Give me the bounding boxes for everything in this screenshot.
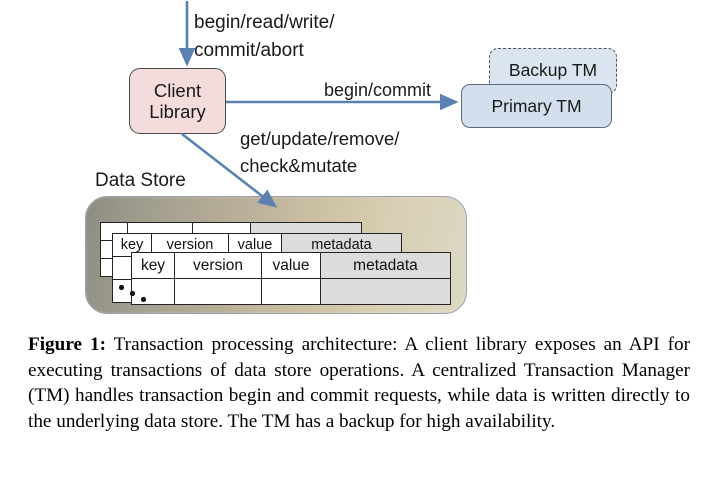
primary-tm-label: Primary TM (491, 95, 582, 116)
caption-text: Transaction processing architecture: A c… (28, 334, 690, 432)
header-version: version (174, 252, 262, 279)
node-client-library[interactable]: Client Library (129, 68, 226, 134)
edge-label-begin-commit: begin/commit (324, 80, 432, 100)
cell-key (131, 278, 175, 305)
table-row (131, 278, 451, 305)
edge-label-api-line2: commit/abort (194, 40, 304, 61)
node-primary-tm[interactable]: Primary TM (461, 84, 612, 128)
ellipsis-dot (141, 297, 146, 302)
figure-caption: Figure 1: Transaction processing archite… (28, 332, 690, 434)
figure-diagram: begin/read/write/ commit/abort begin/com… (85, 1, 617, 314)
client-library-label-line1: Client (153, 79, 202, 101)
header-key: key (131, 252, 175, 279)
data-store-label: Data Store (95, 170, 186, 191)
ellipsis-dot (130, 291, 135, 296)
table-header-row: key version value metadata (131, 252, 451, 279)
edge-label-store-line1: get/update/remove/ (240, 128, 400, 149)
header-value: value (261, 252, 321, 279)
cell-metadata (320, 278, 451, 305)
header-metadata: metadata (320, 252, 451, 279)
cell-value (261, 278, 321, 305)
edge-label-store-line2: check&mutate (240, 155, 358, 176)
client-library-label-line2: Library (149, 101, 206, 122)
cell-version (174, 278, 262, 305)
edge-label-api-line1: begin/read/write/ (194, 12, 335, 33)
caption-label: Figure 1: (28, 334, 106, 355)
ellipsis-dot (119, 285, 124, 290)
data-store-table-front: key version value metadata (131, 252, 451, 305)
backup-tm-label: Backup TM (508, 59, 598, 80)
